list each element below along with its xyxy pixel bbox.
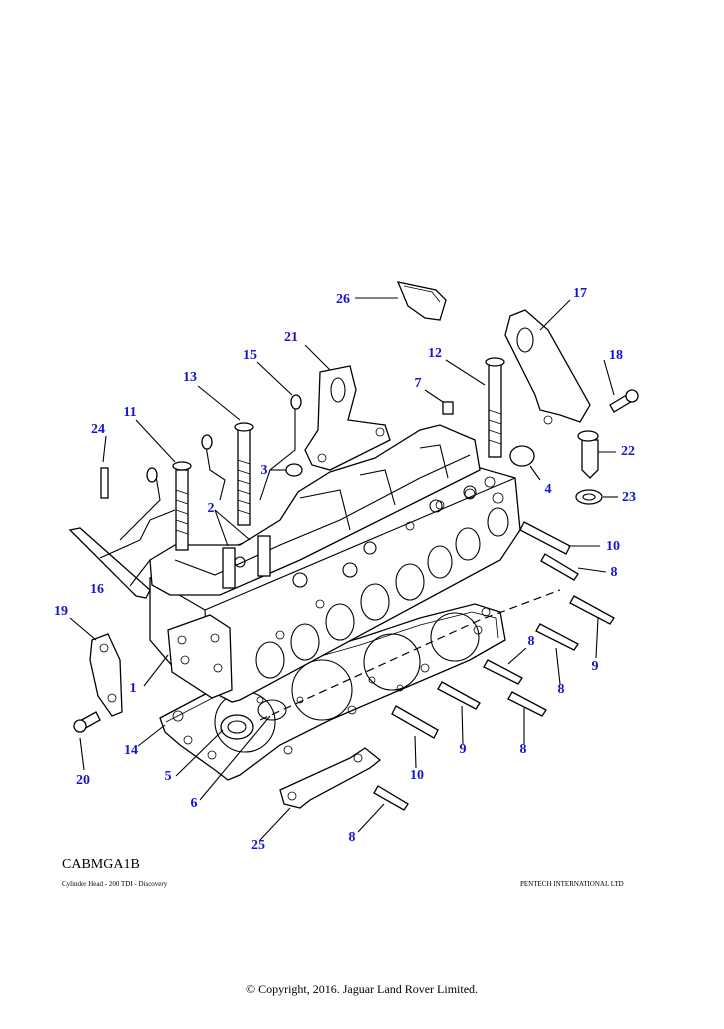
banjo-22 bbox=[581, 439, 599, 479]
callout-4[interactable]: 4 bbox=[544, 482, 552, 497]
illustration-code: CABMGA1B bbox=[62, 857, 140, 872]
callout-6[interactable]: 6 bbox=[190, 796, 198, 811]
plate-19 bbox=[89, 633, 123, 717]
glow-plug-a bbox=[222, 547, 236, 589]
copyright-notice: © Copyright, 2016. Jaguar Land Rover Lim… bbox=[245, 982, 479, 996]
callout-25[interactable]: 25 bbox=[251, 838, 265, 853]
callout-12[interactable]: 12 bbox=[428, 346, 442, 361]
callout-26[interactable]: 26 bbox=[336, 292, 350, 307]
cylinder-head-block bbox=[149, 461, 521, 703]
stud-24 bbox=[100, 467, 109, 499]
callout-15[interactable]: 15 bbox=[243, 348, 257, 363]
callout-8-mid[interactable]: 8 bbox=[527, 634, 535, 649]
separation-line bbox=[259, 589, 561, 721]
leader-lines bbox=[69, 297, 618, 841]
callout-11[interactable]: 11 bbox=[123, 405, 137, 420]
callout-3[interactable]: 3 bbox=[260, 463, 268, 478]
callout-23[interactable]: 23 bbox=[622, 490, 636, 505]
callout-7[interactable]: 7 bbox=[414, 376, 422, 391]
callout-10-lower[interactable]: 10 bbox=[410, 768, 424, 783]
callout-18[interactable]: 18 bbox=[609, 348, 623, 363]
seal-5 bbox=[220, 714, 254, 740]
bracket-25 bbox=[279, 747, 382, 809]
studs bbox=[373, 521, 615, 811]
publisher-credit: PENTECH INTERNATIONAL LTD bbox=[520, 880, 624, 888]
callout-8-right[interactable]: 8 bbox=[557, 682, 565, 697]
callout-2[interactable]: 2 bbox=[207, 501, 215, 516]
seal-6 bbox=[257, 699, 287, 721]
callout-20[interactable]: 20 bbox=[76, 773, 90, 788]
core-plug-3 bbox=[285, 463, 303, 477]
callout-21[interactable]: 21 bbox=[284, 330, 298, 345]
half-moon-seal bbox=[396, 281, 447, 321]
lifting-eye-rear bbox=[504, 309, 591, 423]
plug-7 bbox=[442, 401, 454, 415]
callout-22[interactable]: 22 bbox=[621, 444, 635, 459]
illustration-caption: Cylinder Head - 200 TDI - Discovery bbox=[62, 880, 168, 888]
callout-17[interactable]: 17 bbox=[573, 286, 587, 301]
callout-8-upper[interactable]: 8 bbox=[610, 565, 618, 580]
callout-8-bottom[interactable]: 8 bbox=[348, 830, 356, 845]
callout-9-right[interactable]: 9 bbox=[591, 659, 599, 674]
callout-10-upper[interactable]: 10 bbox=[606, 539, 620, 554]
head-bolts bbox=[172, 357, 505, 551]
callout-19[interactable]: 19 bbox=[54, 604, 68, 619]
callout-13[interactable]: 13 bbox=[183, 370, 197, 385]
callout-24[interactable]: 24 bbox=[91, 422, 105, 437]
core-plug-4 bbox=[509, 445, 535, 467]
callout-8-lower[interactable]: 8 bbox=[519, 742, 527, 757]
callout-1[interactable]: 1 bbox=[129, 681, 137, 696]
injector bbox=[68, 527, 151, 599]
callout-5[interactable]: 5 bbox=[164, 769, 172, 784]
washer-23 bbox=[575, 489, 603, 505]
lifting-eye-front bbox=[304, 365, 391, 471]
callout-9-lower[interactable]: 9 bbox=[459, 742, 467, 757]
callout-14[interactable]: 14 bbox=[124, 743, 138, 758]
callout-16[interactable]: 16 bbox=[90, 582, 104, 597]
glow-plug-b bbox=[257, 535, 271, 577]
